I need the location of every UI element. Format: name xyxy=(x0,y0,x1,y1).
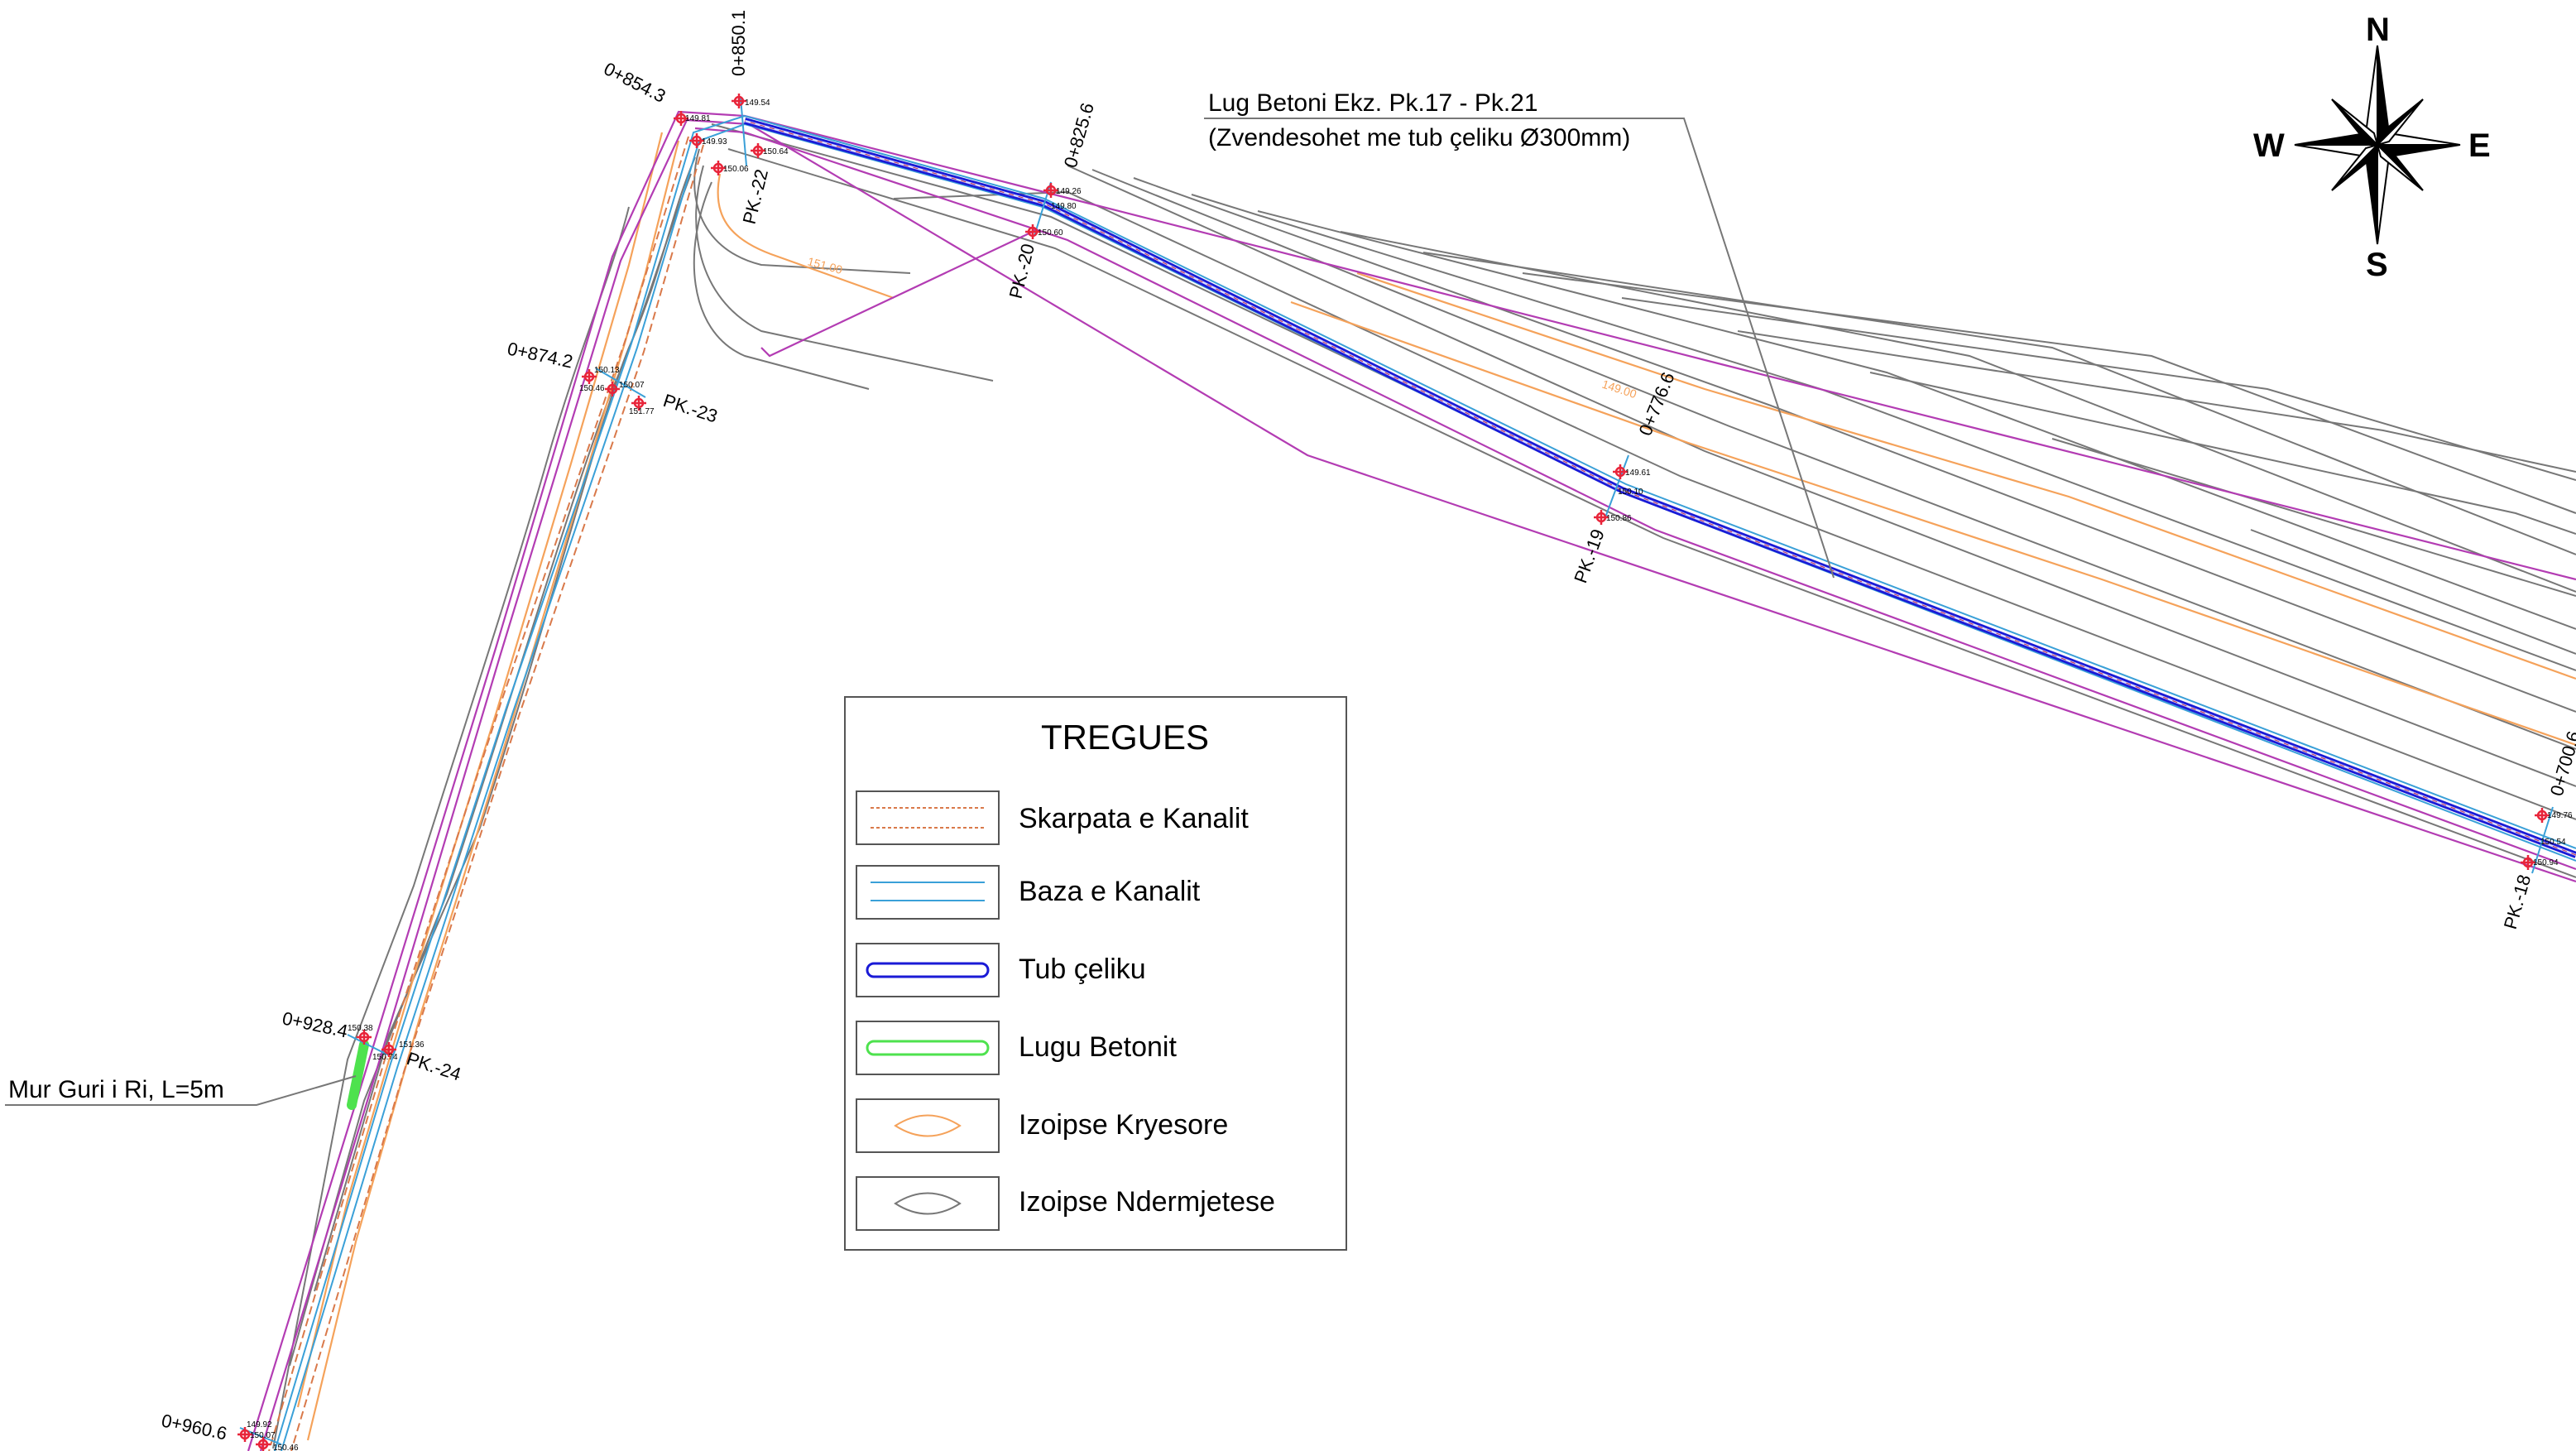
elevation-label: 150.54 xyxy=(2540,838,2566,847)
survey-point xyxy=(689,133,704,148)
legend-swatch-steel-pipe xyxy=(856,943,1000,997)
steel-pipe-route xyxy=(743,118,2576,858)
survey-point xyxy=(2535,808,2550,823)
survey-point xyxy=(1025,224,1040,239)
elevation-label: 149.80 xyxy=(1051,202,1077,211)
annotation-lug-betoni: Lug Betoni Ekz. Pk.17 - Pk.21 xyxy=(1208,89,1538,117)
compass-north: N xyxy=(2366,12,2390,48)
cross-section-ticks xyxy=(239,97,2554,1445)
survey-point xyxy=(237,1427,252,1442)
contours-minor xyxy=(272,123,2576,1449)
survey-point xyxy=(732,94,746,108)
chainage-label: 0+825.6 xyxy=(1060,100,1098,170)
elevation-label: 151.36 xyxy=(399,1040,425,1050)
station-label: PK.-24 xyxy=(404,1048,463,1085)
north-arrow-icon: N S E W xyxy=(2253,12,2491,283)
survey-point xyxy=(605,382,620,396)
survey-point xyxy=(1043,183,1058,198)
elevation-label: 150.06 xyxy=(723,165,749,174)
new-stone-wall xyxy=(347,1040,369,1110)
elevation-label: 149.81 xyxy=(685,114,711,123)
chainage-label: 0+850.1 xyxy=(728,10,749,76)
elevation-label: 150.07 xyxy=(250,1431,276,1440)
legend-swatch-concrete-channel xyxy=(856,1021,1000,1075)
elevation-label: 150.64 xyxy=(763,147,789,156)
channel-base xyxy=(274,114,2576,1451)
survey-point xyxy=(631,396,646,411)
legend-swatch-slope xyxy=(856,790,1000,845)
legend-label-contour-major: Izoipse Kryesore xyxy=(1019,1109,1228,1141)
survey-points xyxy=(237,94,2550,1451)
elevation-label: 149.61 xyxy=(1625,468,1651,478)
legend-label-base: Baza e Kanalit xyxy=(1019,876,1201,907)
station-label: PK.-22 xyxy=(739,167,773,226)
project-boundary xyxy=(247,110,2576,1451)
station-label: PK.-18 xyxy=(2500,872,2535,932)
station-labels: PK.-22 PK.-20 PK.-19 PK.-18 PK.-23 PK.-2… xyxy=(404,167,2535,1085)
legend-swatch-contour-minor xyxy=(856,1176,1000,1231)
annotation-tub-celiku: (Zvendesohet me tub çeliku Ø300mm) xyxy=(1208,124,1630,151)
chainage-label: 0+928.4 xyxy=(281,1007,350,1041)
elevation-label: 150.46 xyxy=(579,384,605,393)
contours-major xyxy=(296,132,2576,1441)
elevation-label: 150.07 xyxy=(619,381,645,390)
station-label: PK.-23 xyxy=(660,390,720,427)
compass-south: S xyxy=(2366,247,2388,283)
elevation-label: 149.26 xyxy=(1056,187,1082,196)
station-label: PK.-19 xyxy=(1570,526,1608,586)
elevation-label: 149.92 xyxy=(247,1420,272,1429)
chainage-label: 0+960.6 xyxy=(160,1410,229,1444)
legend-swatch-contour-major xyxy=(856,1098,1000,1153)
elevation-label: 150.94 xyxy=(2533,858,2559,867)
legend: TREGUES Skarpata e Kanalit Baza e Kanali… xyxy=(844,696,1347,1251)
elevation-label: 151.77 xyxy=(629,407,655,416)
elevation-label: 150.86 xyxy=(1606,514,1632,523)
compass-west: W xyxy=(2253,127,2285,164)
legend-swatch-base xyxy=(856,865,1000,920)
legend-label-contour-minor: Izoipse Ndermjetese xyxy=(1019,1186,1275,1218)
elevation-label: 149.93 xyxy=(702,137,727,147)
chainage-labels: 0+850.1 0+854.3 0+825.6 0+776.6 0+700.6 … xyxy=(160,10,2576,1444)
elevation-label: 150.38 xyxy=(348,1024,373,1033)
elevation-label: 150.46 xyxy=(273,1444,299,1451)
elevation-label: 149.54 xyxy=(745,98,770,108)
legend-label-concrete-channel: Lugu Betonit xyxy=(1019,1031,1177,1063)
legend-label-steel-pipe: Tub çeliku xyxy=(1019,954,1146,985)
survey-point xyxy=(256,1437,271,1451)
survey-point xyxy=(2521,855,2535,870)
chainage-label: 0+854.3 xyxy=(601,58,669,107)
survey-point xyxy=(711,161,726,175)
survey-point xyxy=(381,1042,396,1057)
contour-label-149: 149.00 xyxy=(1600,377,1638,401)
survey-point xyxy=(582,369,597,384)
annotation-leaders xyxy=(5,118,1835,1106)
annotation-mur-guri: Mur Guri i Ri, L=5m xyxy=(8,1076,224,1103)
survey-point xyxy=(1594,510,1609,525)
elevation-label: 150.13 xyxy=(594,366,620,375)
station-label: PK.-20 xyxy=(1005,242,1039,300)
survey-point xyxy=(674,111,688,126)
survey-point xyxy=(751,143,765,158)
survey-point xyxy=(357,1030,372,1045)
channel-slope xyxy=(268,136,704,1451)
elevation-label: 149.76 xyxy=(2547,811,2573,820)
legend-title: TREGUES xyxy=(1041,718,1209,757)
chainage-label: 0+874.2 xyxy=(506,338,575,372)
elevation-label: 150.10 xyxy=(1618,488,1643,497)
elevation-label: 150.74 xyxy=(372,1053,398,1062)
elevation-labels: 149.54 149.81 149.93 150.64 150.06 149.2… xyxy=(247,98,2573,1451)
compass-east: E xyxy=(2468,127,2491,164)
legend-label-slope: Skarpata e Kanalit xyxy=(1019,803,1249,834)
survey-point xyxy=(1613,464,1628,479)
elevation-label: 150.60 xyxy=(1038,228,1063,238)
